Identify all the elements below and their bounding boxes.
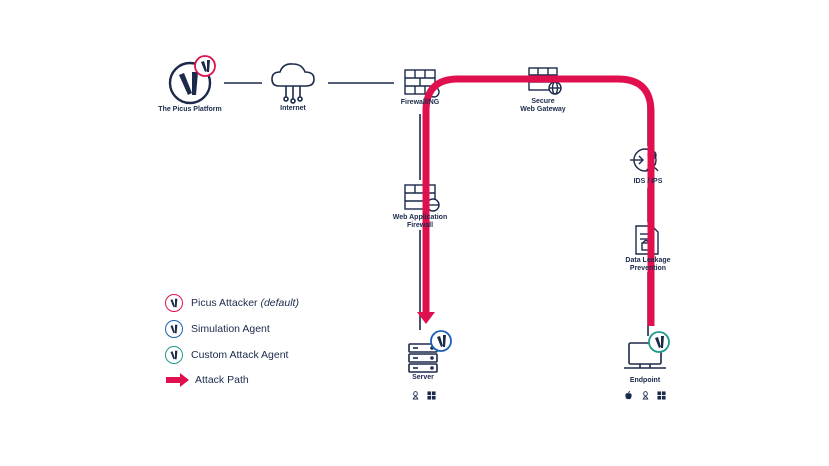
label-dlp: Data Leakage Prevention [625, 257, 671, 272]
simulation-badge-icon [165, 320, 183, 338]
apple-icon [625, 391, 632, 400]
link-swg-ids [566, 79, 649, 146]
cloud-icon [271, 63, 315, 104]
custom-agent-badge [648, 331, 670, 353]
label-firewall: Firewall/NG [400, 99, 440, 106]
server-icon [408, 343, 438, 373]
dlp-icon [635, 225, 659, 255]
windows-icon [427, 391, 436, 400]
legend-custom: Custom Attack Agent [165, 345, 288, 365]
simulation-agent-badge [430, 330, 452, 352]
linux-icon [642, 391, 649, 400]
label-swg: Secure Web Gateway [520, 98, 566, 113]
custom-badge-icon [165, 346, 183, 364]
legend-simulation: Simulation Agent [165, 319, 270, 339]
attack-path-arrowhead [417, 312, 435, 324]
linux-icon [412, 391, 419, 400]
attacker-badge-icon [165, 294, 183, 312]
label-internet: Internet [280, 105, 306, 112]
label-platform: The Picus Platform [158, 106, 222, 113]
label-ids: IDS / IPS [633, 178, 663, 185]
legend-attacker: Picus Attacker (default) [165, 293, 299, 313]
label-server: Server [412, 374, 434, 381]
attack-path [422, 75, 655, 326]
legend-path: Attack Path [191, 370, 249, 390]
legend-attacker-label: Picus Attacker (default) [191, 297, 299, 309]
waf-icon [404, 184, 440, 212]
legend-attack-path-arrow [166, 373, 189, 387]
legend-path-label: Attack Path [195, 374, 249, 386]
legend-simulation-label: Simulation Agent [191, 323, 270, 335]
legend-custom-label: Custom Attack Agent [191, 349, 289, 361]
picus-platform-logo [168, 55, 216, 105]
label-endpoint: Endpoint [629, 377, 661, 384]
label-waf: Web Application Firewall [392, 214, 448, 229]
windows-icon [657, 391, 666, 400]
